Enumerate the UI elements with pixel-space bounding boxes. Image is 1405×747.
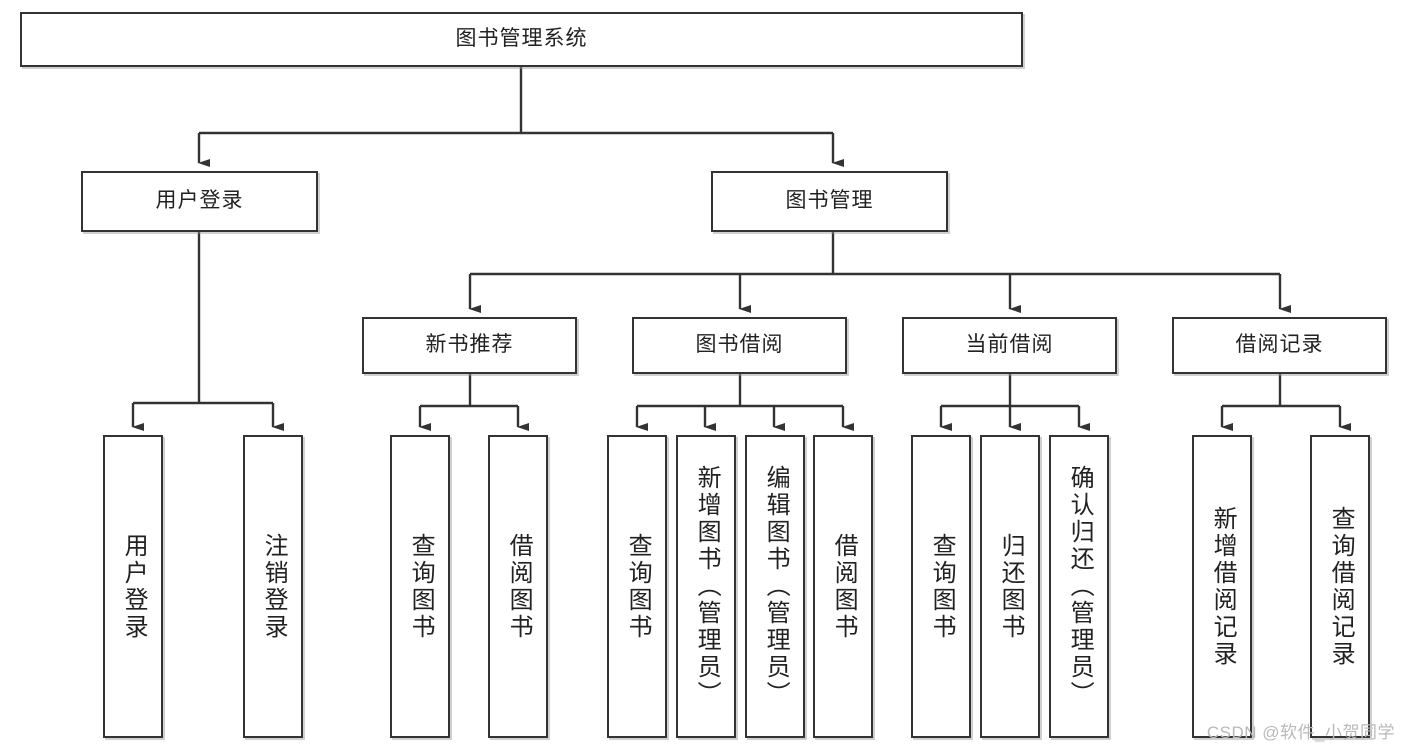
node-label: 注销登录 [260,532,288,641]
node-label: 图书管理 [785,189,874,213]
node-current-borrowing[interactable]: 当前借阅 [902,317,1117,374]
node-label: 查询图书 [624,532,652,641]
node-label: 当前借阅 [965,333,1054,357]
node-root-book-management-system[interactable]: 图书管理系统 [20,12,1023,67]
node-label: 确认归还（管理员） [1066,465,1094,708]
node-user-login[interactable]: 用户登录 [81,171,318,232]
node-label: 新增借阅记录 [1209,505,1237,668]
node-label: 借阅图书 [505,532,533,641]
node-label: 借阅图书 [830,532,858,641]
leaf-logout[interactable]: 注销登录 [243,435,303,738]
leaf-add-borrow-record[interactable]: 新增借阅记录 [1192,435,1252,738]
leaf-confirm-return-admin[interactable]: 确认归还（管理员） [1049,435,1109,738]
node-label: 用户登录 [120,532,148,641]
node-label: 查询图书 [928,532,956,641]
node-new-book-recommendation[interactable]: 新书推荐 [362,317,577,374]
leaf-add-book-admin[interactable]: 新增图书（管理员） [676,435,736,738]
leaf-borrow-books[interactable]: 借阅图书 [813,435,873,738]
node-label: 编辑图书（管理员） [762,465,790,708]
node-label: 归还图书 [997,532,1025,641]
node-label: 图书管理系统 [455,27,588,51]
leaf-query-books-current[interactable]: 查询图书 [911,435,971,738]
leaf-borrow-books-new-rec[interactable]: 借阅图书 [488,435,548,738]
leaf-query-books-borrow[interactable]: 查询图书 [607,435,667,738]
leaf-return-books[interactable]: 归还图书 [980,435,1040,738]
node-label: 新书推荐 [425,333,514,357]
leaf-query-books-new-rec[interactable]: 查询图书 [390,435,450,738]
node-book-borrowing[interactable]: 图书借阅 [632,317,847,374]
node-label: 查询借阅记录 [1327,505,1355,668]
leaf-query-borrow-record[interactable]: 查询借阅记录 [1310,435,1370,738]
node-book-management[interactable]: 图书管理 [711,171,948,232]
node-label: 用户登录 [155,189,244,213]
node-label: 查询图书 [407,532,435,641]
node-label: 新增图书（管理员） [693,465,721,708]
node-borrowing-records[interactable]: 借阅记录 [1172,317,1387,374]
node-label: 借阅记录 [1235,333,1324,357]
leaf-edit-book-admin[interactable]: 编辑图书（管理员） [745,435,805,738]
node-label: 图书借阅 [695,333,784,357]
leaf-user-login[interactable]: 用户登录 [103,435,163,738]
